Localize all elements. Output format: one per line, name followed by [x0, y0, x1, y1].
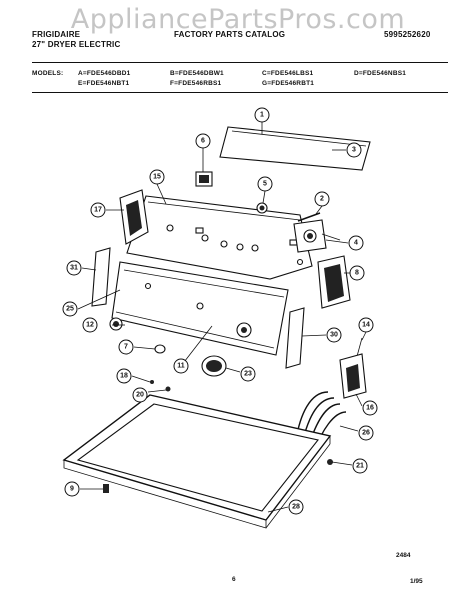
catalog-date: 1/95 [410, 578, 423, 585]
callout-11: 11 [173, 358, 189, 374]
callout-23: 23 [240, 366, 256, 382]
part-clip [154, 344, 166, 354]
callout-17: 17 [90, 202, 106, 218]
svg-text:8: 8 [355, 270, 359, 277]
part-screws-18-20 [150, 380, 171, 392]
part-screw-9 [103, 484, 109, 493]
header-rule-top [32, 62, 448, 63]
model-f: F=FDE546RBS1 [170, 80, 222, 87]
page-number: 6 [232, 576, 236, 583]
part-control-cover [219, 126, 371, 171]
callout-16: 16 [362, 400, 378, 416]
model-e: E=FDE546NBT1 [78, 80, 130, 87]
catalog-title: FACTORY PARTS CATALOG [174, 30, 286, 39]
model-c: C=FDE546LBS1 [262, 70, 314, 77]
part-right-trim [285, 307, 305, 369]
svg-text:7: 7 [124, 344, 128, 351]
model-b: B=FDE546DBW1 [170, 70, 224, 77]
part-screw-21 [327, 459, 333, 465]
svg-text:6: 6 [201, 138, 205, 145]
part-knob [236, 322, 252, 338]
callout-20: 20 [132, 387, 148, 403]
svg-text:26: 26 [362, 430, 370, 437]
svg-text:31: 31 [70, 265, 78, 272]
svg-text:17: 17 [94, 207, 102, 214]
part-dial-knob [201, 355, 227, 377]
callout-3: 3 [346, 142, 362, 158]
svg-text:2: 2 [320, 196, 324, 203]
callout-5: 5 [257, 176, 273, 192]
part-timer [293, 219, 341, 253]
svg-text:11: 11 [177, 363, 185, 370]
figure-number: 2484 [396, 552, 411, 559]
svg-text:14: 14 [362, 322, 370, 329]
part-left-end-bracket [119, 189, 149, 245]
part-right-end-bracket [317, 255, 351, 309]
part-switch [195, 171, 213, 187]
catalog-number: 5995252620 [384, 30, 431, 39]
callout-12: 12 [82, 317, 98, 333]
svg-text:1: 1 [260, 112, 264, 119]
models-label: MODELS: [32, 70, 64, 77]
part-small-knob [256, 202, 268, 214]
svg-text:9: 9 [70, 486, 74, 493]
callout-7: 7 [118, 339, 134, 355]
part-screw [297, 212, 321, 222]
callout-15: 15 [149, 169, 165, 185]
svg-text:5: 5 [263, 181, 267, 188]
svg-text:15: 15 [153, 174, 161, 181]
svg-text:23: 23 [244, 371, 252, 378]
svg-text:16: 16 [366, 405, 374, 412]
part-top-cover [62, 394, 332, 529]
svg-text:28: 28 [292, 504, 300, 511]
model-a: A=FDE546DBD1 [78, 70, 131, 77]
header-rule-bottom [32, 92, 448, 93]
callout-4: 4 [348, 235, 364, 251]
callout-2: 2 [314, 191, 330, 207]
callout-26: 26 [358, 425, 374, 441]
callout-28: 28 [288, 499, 304, 515]
svg-text:21: 21 [356, 463, 364, 470]
part-control-console [126, 195, 313, 280]
callout-21: 21 [352, 458, 368, 474]
product-subtitle: 27" DRYER ELECTRIC [32, 40, 121, 49]
callout-31: 31 [66, 260, 82, 276]
svg-text:18: 18 [120, 373, 128, 380]
svg-text:12: 12 [86, 322, 94, 329]
part-terminal-block [339, 337, 367, 399]
callout-30: 30 [326, 327, 342, 343]
model-g: G=FDE546RBT1 [262, 80, 315, 87]
part-push-button [109, 317, 123, 331]
svg-text:20: 20 [136, 392, 144, 399]
svg-text:3: 3 [352, 147, 356, 154]
part-left-trim [91, 247, 111, 307]
callout-18: 18 [116, 368, 132, 384]
callout-14: 14 [358, 317, 374, 333]
callout-8: 8 [349, 265, 365, 281]
callout-25: 25 [62, 301, 78, 317]
model-d: D=FDE546NBS1 [354, 70, 407, 77]
leader-lines [77, 122, 367, 513]
svg-text:4: 4 [354, 240, 358, 247]
svg-text:25: 25 [66, 306, 74, 313]
callout-6: 6 [195, 133, 211, 149]
brand-name: FRIGIDAIRE [32, 30, 81, 39]
callout-1: 1 [254, 107, 270, 123]
svg-text:30: 30 [330, 332, 338, 339]
callout-9: 9 [64, 481, 80, 497]
